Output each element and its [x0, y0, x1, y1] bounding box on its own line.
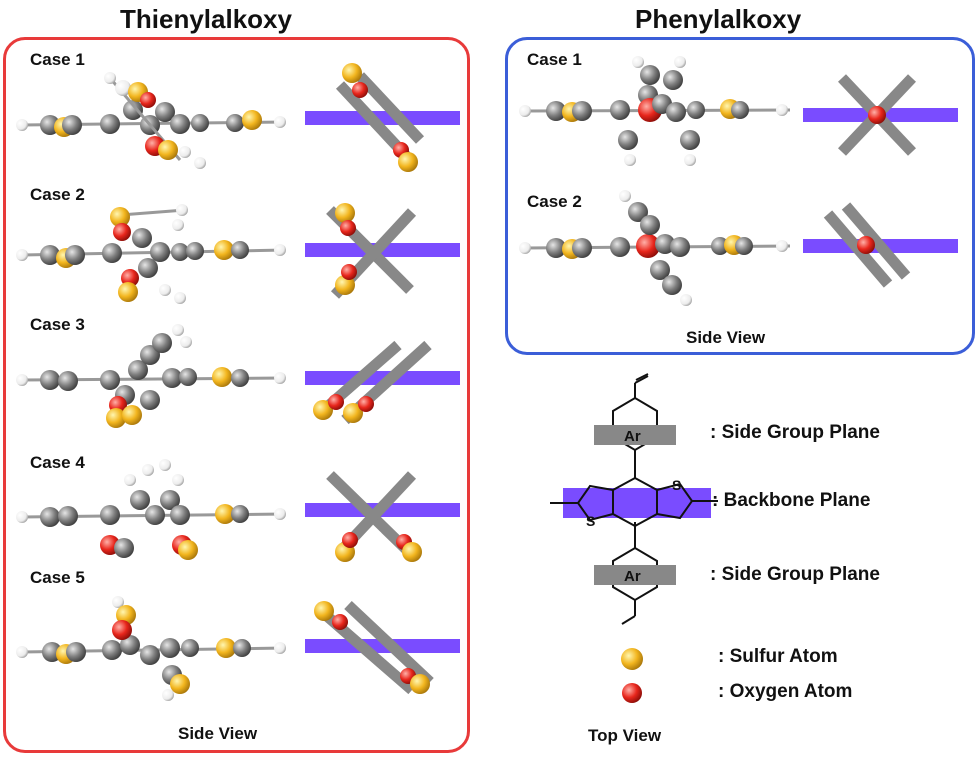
- legend-sulfur: : Sulfur Atom: [718, 646, 838, 667]
- side-group-plane-bottom: [594, 565, 676, 585]
- legend-side-group-bottom: : Side Group Plane: [710, 564, 880, 585]
- backbone-plane-bar: [305, 371, 460, 385]
- right-case-2-label: Case 2: [527, 192, 582, 211]
- ar-label-bottom: Ar: [624, 568, 641, 585]
- left-case-5-molecule: [16, 596, 286, 701]
- left-case-4-schematic: [305, 471, 460, 562]
- sulfur-atom: [335, 203, 355, 223]
- right-case-1-schematic: [803, 74, 958, 156]
- top-view-caption: Top View: [588, 726, 662, 745]
- oxygen-atom: [358, 396, 374, 412]
- left-case-5-schematic: [305, 600, 460, 695]
- side-plane-bar: [344, 600, 434, 687]
- left-case-2-schematic: [305, 203, 460, 299]
- sulfur-atom: [398, 152, 418, 172]
- right-case-1-label: Case 1: [527, 50, 582, 69]
- left-case-2-label: Case 2: [30, 185, 85, 204]
- oxygen-legend-icon: [622, 683, 642, 703]
- left-case-3-label: Case 3: [30, 315, 85, 334]
- oxygen-atom: [868, 106, 886, 124]
- left-case-2-molecule: [16, 204, 286, 304]
- s-label-right: S: [672, 477, 681, 493]
- left-case-4-label: Case 4: [30, 453, 85, 472]
- oxygen-atom: [328, 394, 344, 410]
- left-case-3-molecule: [16, 324, 286, 428]
- left-case-1-schematic: [305, 63, 460, 172]
- right-side-view-caption: Side View: [686, 328, 766, 347]
- backbone-structure: [550, 373, 718, 528]
- sulfur-atom: [342, 63, 362, 83]
- oxygen-atom: [352, 82, 368, 98]
- legend-backbone: : Backbone Plane: [712, 490, 871, 511]
- thienylalkoxy-title: Thienylalkoxy: [120, 4, 292, 34]
- backbone-plane-bar: [305, 111, 460, 125]
- left-side-view-caption: Side View: [178, 724, 258, 743]
- sulfur-atom: [343, 403, 363, 423]
- right-case-2-molecule: [519, 190, 791, 306]
- legend-oxygen: : Oxygen Atom: [718, 681, 853, 702]
- left-case-1-label: Case 1: [30, 50, 85, 69]
- sulfur-atom: [402, 542, 422, 562]
- thienylalkoxy-panel: [3, 37, 470, 753]
- ar-label-top: Ar: [624, 428, 641, 445]
- phenylalkoxy-title: Phenylalkoxy: [635, 4, 802, 34]
- oxygen-atom: [857, 236, 875, 254]
- side-plane-bar: [841, 202, 911, 280]
- oxygen-atom: [340, 220, 356, 236]
- left-case-4-molecule: [16, 459, 286, 560]
- left-case-5-label: Case 5: [30, 568, 85, 587]
- sulfur-legend-icon: [621, 648, 643, 670]
- oxygen-atom: [332, 614, 348, 630]
- oxygen-atom: [341, 264, 357, 280]
- backbone-plane-bar: [305, 639, 460, 653]
- left-case-1-molecule: [16, 72, 286, 169]
- legend-side-group-top: : Side Group Plane: [710, 422, 880, 443]
- s-label-left: S: [586, 513, 595, 529]
- oxygen-atom: [342, 532, 358, 548]
- right-case-1-molecule: [519, 56, 791, 166]
- sulfur-atom: [314, 601, 334, 621]
- side-plane-bar: [355, 72, 425, 144]
- left-case-3-schematic: [305, 340, 460, 425]
- sulfur-atom: [410, 674, 430, 694]
- right-case-2-schematic: [803, 202, 958, 288]
- sulfur-atom: [313, 400, 333, 420]
- sulfur-atom: [335, 275, 355, 295]
- side-group-plane-top: [594, 425, 676, 445]
